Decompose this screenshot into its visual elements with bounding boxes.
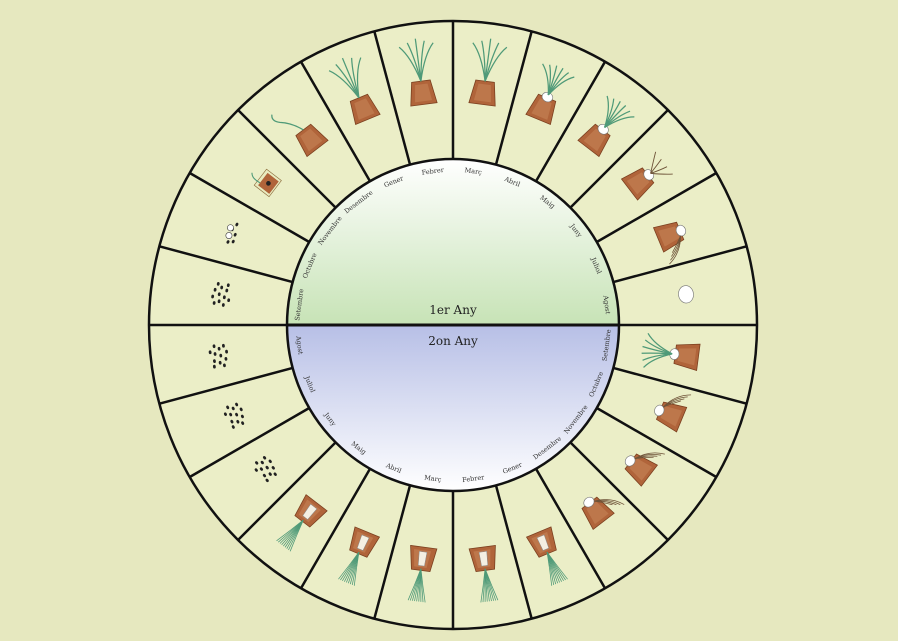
year1-label: 1er Any (429, 303, 477, 317)
center-disc (287, 159, 619, 491)
year2-label: 2on Any (428, 334, 478, 348)
